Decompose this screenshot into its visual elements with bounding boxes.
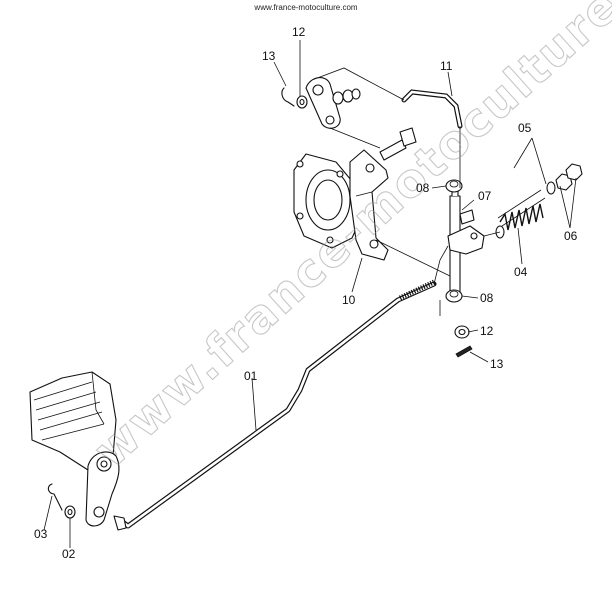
part-01-long-rod [113, 279, 437, 531]
part-03-split-pin [47, 483, 63, 511]
part-07-lever-bracket [447, 209, 485, 255]
callout-11: 11 [440, 59, 453, 73]
upper-link-arm [305, 77, 361, 129]
header-url: www.france-motoculture.com [253, 3, 357, 12]
watermark: www.france-motoculture.com [83, 0, 612, 478]
part-12-lower-washer [454, 325, 470, 339]
callout-07: 07 [478, 189, 492, 203]
assembly-lines [311, 67, 501, 316]
callout-13-upper: 13 [262, 49, 276, 63]
part-08-lower-nut [445, 289, 463, 303]
callout-01: 01 [244, 369, 258, 383]
callout-08-upper: 08 [416, 181, 430, 195]
part-02-washer [64, 505, 76, 519]
part-04-spring [497, 189, 546, 231]
callout-02: 02 [62, 547, 76, 561]
callout-08-lower: 08 [480, 291, 494, 305]
callout-10: 10 [342, 293, 356, 307]
part-12-upper-washer [296, 95, 308, 109]
callout-12-upper: 12 [292, 25, 306, 39]
part-11-short-rod [401, 89, 463, 129]
bolt [379, 127, 417, 161]
leader-lines [43, 40, 577, 548]
part-13-upper-split-pin [281, 87, 295, 107]
part-10-bracket [349, 149, 389, 261]
callout-05: 05 [518, 121, 532, 135]
transmission-housing [29, 371, 120, 527]
callout-labels: 12 13 11 05 08 07 06 04 10 08 12 13 01 0… [34, 25, 578, 561]
callout-13-lower: 13 [490, 357, 504, 371]
callout-06: 06 [564, 229, 578, 243]
part-13-lower-split-pin [455, 345, 473, 358]
callout-03: 03 [34, 527, 48, 541]
callout-12-lower: 12 [480, 324, 494, 338]
callout-04: 04 [514, 265, 528, 279]
